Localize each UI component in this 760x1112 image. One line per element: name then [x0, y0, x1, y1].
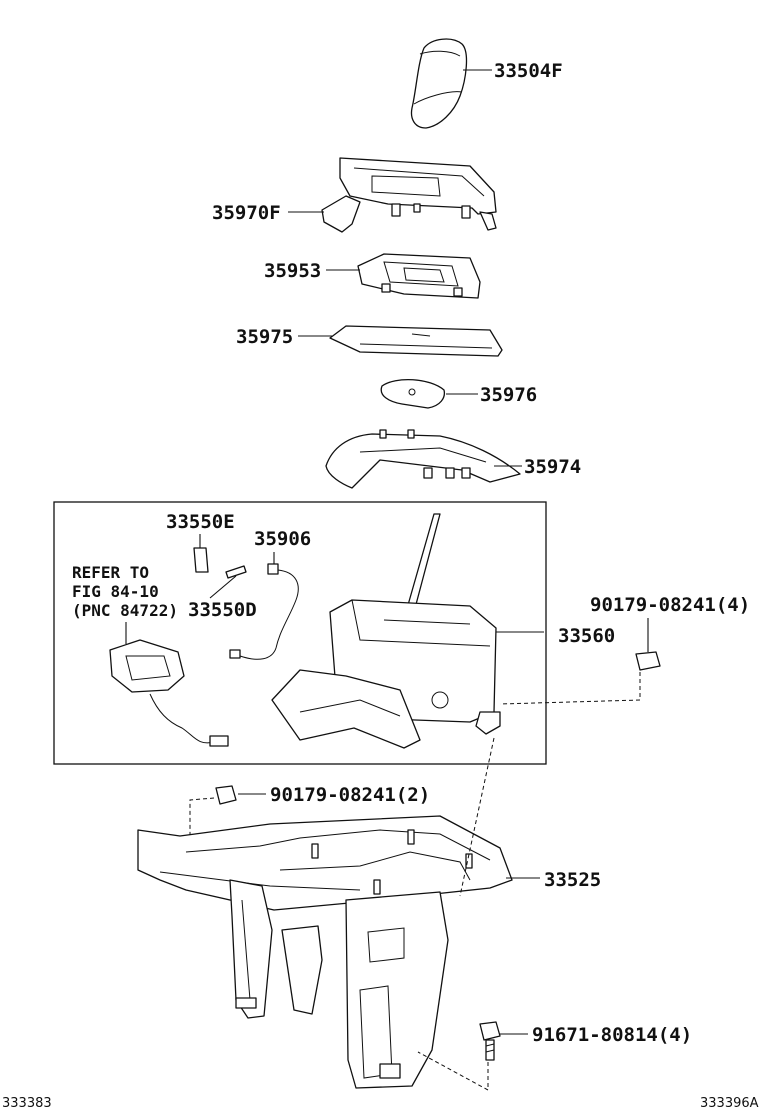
shift-lever-assembly-frame [53, 501, 547, 765]
part-number-90179-08241-4: 90179-08241(4) [590, 594, 750, 616]
part-number-35970F: 35970F [212, 202, 281, 224]
nut-4x-part [499, 618, 661, 705]
part-number-35975: 35975 [236, 326, 293, 348]
small-plate-part [380, 378, 446, 409]
bracket-33525-part [137, 815, 513, 1089]
footer-right-code: 333396A [700, 1096, 759, 1111]
part-number-33504F: 33504F [494, 60, 563, 82]
part-number-33550E: 33550E [166, 511, 235, 533]
part-number-91671-80814-4: 91671-80814(4) [532, 1024, 692, 1046]
external-solenoid-part [109, 622, 229, 747]
pin-33550D-part [209, 565, 247, 599]
cap-33550E-part [193, 534, 209, 573]
part-number-35906: 35906 [254, 528, 311, 550]
slide-plate-part [329, 325, 503, 357]
shift-lever-assembly-part [271, 513, 544, 749]
part-number-33525: 33525 [544, 869, 601, 891]
reference-note-line-2: FIG 84-10 [72, 582, 159, 601]
part-number-33550D: 33550D [188, 599, 257, 621]
switch-wire-35906-part [229, 552, 299, 660]
part-number-33560: 33560 [558, 625, 615, 647]
part-number-90179-08241-2: 90179-08241(2) [270, 784, 430, 806]
indicator-housing-part [321, 157, 497, 233]
plate-35953-part [357, 253, 481, 299]
shift-knob-part [410, 38, 468, 129]
footer-left-code: 333383 [2, 1096, 52, 1111]
reference-note-line-1: REFER TO [72, 563, 149, 582]
assembly-guide-line [459, 737, 495, 897]
bolt-4x-part [417, 1021, 528, 1091]
part-number-35953: 35953 [264, 260, 321, 282]
nut-2x-part [159, 785, 266, 841]
part-number-35974: 35974 [524, 456, 581, 478]
part-number-35976: 35976 [480, 384, 537, 406]
reference-note-line-3: (PNC 84722) [72, 601, 178, 620]
cover-35974-part [325, 429, 521, 489]
